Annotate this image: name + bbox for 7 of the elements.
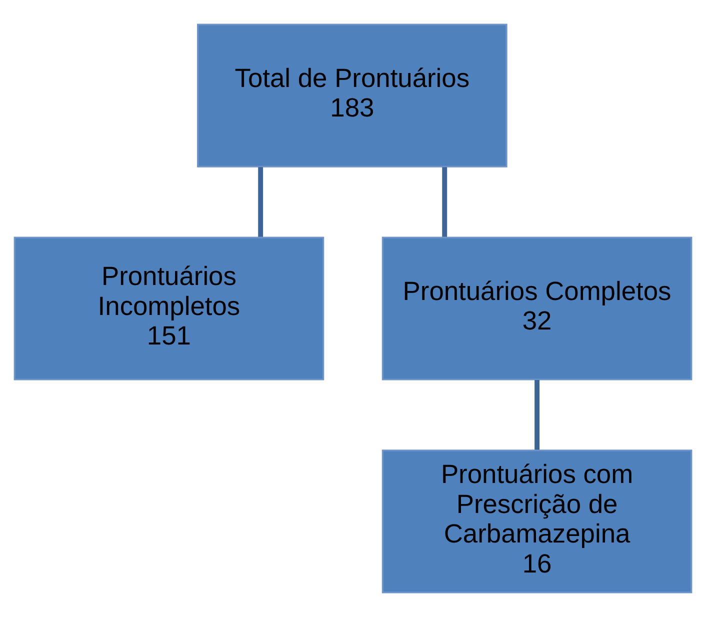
- node-box: Total de Prontuários 183: [197, 24, 508, 168]
- connector: [534, 380, 540, 450]
- node-box: Prontuários Completos 32: [382, 236, 692, 380]
- connector: [442, 167, 448, 237]
- connector: [258, 167, 264, 237]
- node-box: Prontuários com Prescrição de Carbamazepina 16: [382, 450, 692, 594]
- node-box: Prontuários Incompletos 151: [14, 236, 324, 380]
